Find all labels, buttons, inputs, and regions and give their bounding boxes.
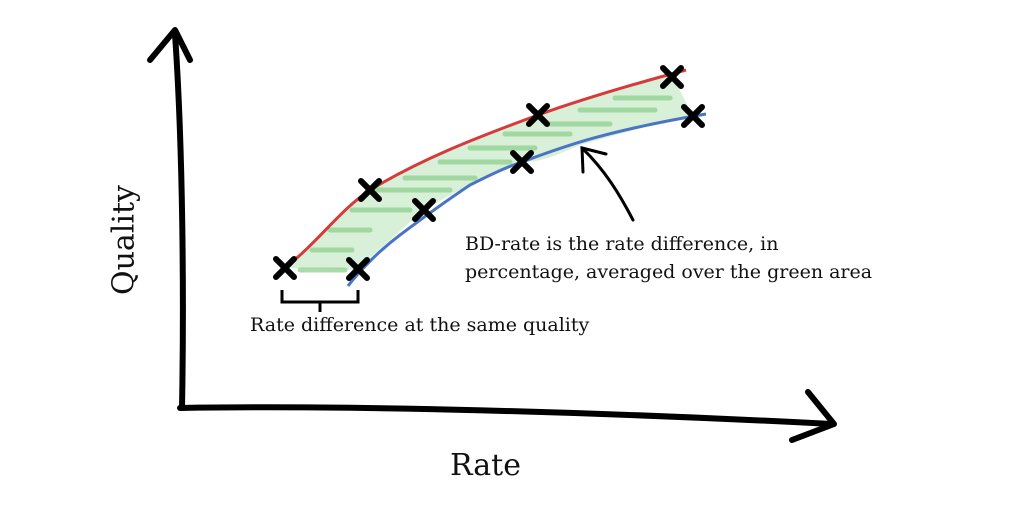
y-axis-arrowhead <box>147 27 193 63</box>
marker-ref-3 <box>526 103 550 127</box>
marker-test-4 <box>681 104 705 128</box>
y-axis-label: Quality <box>106 185 142 295</box>
bd-rate-annotation-line2: percentage, averaged over the green area <box>465 261 873 283</box>
x-axis-arrowhead <box>789 389 837 443</box>
x-axis <box>177 404 835 427</box>
reference-curve <box>284 68 687 270</box>
y-axis <box>172 31 186 411</box>
rate-difference-bracket <box>280 290 360 312</box>
marker-ref-1 <box>273 256 297 280</box>
bd-rate-annotation-line1: BD-rate is the rate difference, in <box>465 233 779 255</box>
test-curve <box>346 112 707 287</box>
marker-test-3 <box>510 150 534 174</box>
rate-difference-annotation: Rate difference at the same quality <box>250 314 590 336</box>
marker-ref-4 <box>660 65 684 89</box>
marker-test-1 <box>346 257 370 281</box>
x-axis-label: Rate <box>450 448 521 483</box>
marker-test-2 <box>412 198 436 222</box>
axes <box>147 27 837 443</box>
green-hatch <box>297 95 673 273</box>
bd-rate-annotation: BD-rate is the rate difference, in perce… <box>465 230 872 286</box>
markers <box>273 65 705 281</box>
annotation-arrow <box>580 146 635 222</box>
marker-ref-2 <box>358 178 382 202</box>
